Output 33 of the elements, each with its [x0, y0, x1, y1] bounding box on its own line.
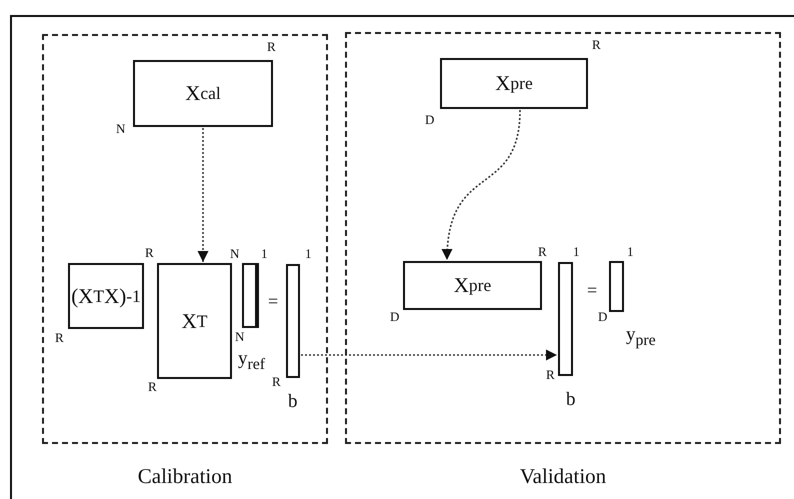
dimension-label: D	[390, 310, 400, 323]
dimension-label: N	[235, 330, 244, 343]
vector-label: b	[288, 392, 298, 411]
vector-label: y$_{pre}$	[626, 325, 656, 349]
dimension-label: R	[538, 245, 547, 258]
vector-bar	[609, 261, 624, 312]
dimension-label: 1	[627, 245, 634, 258]
dimension-label: N	[230, 247, 240, 260]
vector-label: y$_{ref}$	[238, 349, 266, 373]
vector-bar	[242, 263, 259, 328]
vector-label: b	[566, 390, 576, 409]
dimension-label: 1	[573, 245, 580, 258]
dimension-label: R	[272, 375, 281, 388]
group-title: Validation	[520, 464, 606, 489]
arrow	[301, 349, 557, 361]
dimension-label: R	[145, 246, 154, 259]
equals-sign: =	[268, 292, 278, 310]
arrow	[442, 110, 521, 260]
dimension-label: D	[425, 113, 434, 126]
dimension-label: N	[116, 122, 126, 135]
equals-sign: =	[587, 281, 598, 299]
vector-bar	[286, 264, 300, 378]
dimension-label: R	[55, 331, 64, 344]
dimension-label: R	[148, 380, 157, 393]
arrow	[197, 128, 209, 262]
vector-bar	[558, 262, 573, 376]
dimension-label: R	[267, 40, 276, 53]
dimension-label: D	[598, 310, 608, 323]
dimension-label: 1	[305, 247, 312, 260]
dimension-label: 1	[261, 247, 268, 260]
dimension-label: R	[592, 38, 601, 51]
dimension-label: R	[546, 368, 555, 381]
group-title: Calibration	[138, 464, 232, 489]
